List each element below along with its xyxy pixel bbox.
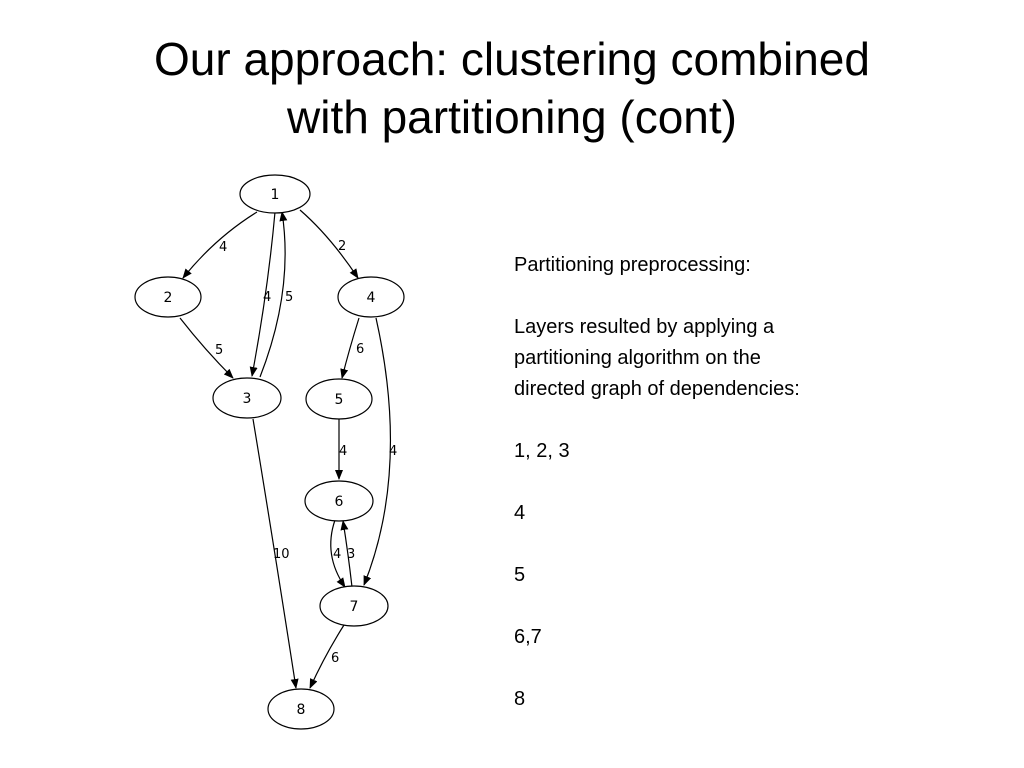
spacer (514, 591, 934, 622)
spacer (514, 467, 934, 498)
edge-labels: 4 4 5 2 5 6 4 4 4 3 10 6 (215, 239, 397, 666)
spacer (514, 653, 934, 684)
graph-edges (179, 209, 392, 689)
spacer (514, 281, 934, 312)
slide-title: Our approach: clustering combined with p… (0, 30, 1024, 146)
notes-description-line-3: directed graph of dependencies: (514, 378, 800, 400)
graph-node-6: 6 (304, 480, 374, 522)
edge-1-4 (299, 209, 359, 279)
notes-description-line-1: Layers resulted by applying a (514, 316, 775, 338)
edge-label-6-7: 4 (333, 547, 341, 562)
graph-node-4: 4 (337, 276, 405, 318)
edge-label-5-6: 4 (339, 444, 347, 459)
node-label-6: 6 (335, 494, 344, 510)
edge-label-1-3: 4 (263, 290, 271, 305)
edge-3-8 (252, 418, 299, 689)
graph-node-7: 7 (319, 585, 389, 627)
graph-nodes: 1 2 3 4 5 6 7 8 (134, 174, 405, 730)
graph-node-1: 1 (239, 174, 311, 214)
partitioning-notes: Partitioning preprocessing: Layers resul… (514, 250, 934, 715)
layer-4: 6,7 (514, 626, 542, 648)
edge-7-6 (340, 520, 353, 588)
slide-title-line-1: Our approach: clustering combined (154, 33, 870, 85)
edge-1-3 (249, 211, 276, 377)
edge-label-3-8: 10 (273, 547, 290, 562)
slide-title-line-2: with partitioning (cont) (287, 91, 737, 143)
edge-label-3-1: 5 (285, 290, 293, 305)
edge-label-1-2: 4 (219, 240, 227, 255)
node-label-4: 4 (367, 290, 376, 306)
graph-node-3: 3 (212, 377, 282, 419)
edge-label-2-3: 5 (215, 343, 223, 358)
graph-node-8: 8 (267, 688, 335, 730)
edge-4-7 (363, 317, 392, 586)
graph-node-2: 2 (134, 276, 202, 318)
graph-node-5: 5 (305, 378, 373, 420)
spacer (514, 405, 934, 436)
node-label-5: 5 (335, 392, 344, 408)
edge-label-1-4: 2 (338, 239, 346, 254)
edge-1-2 (182, 211, 258, 279)
layer-2: 4 (514, 502, 526, 524)
edge-6-7 (330, 519, 346, 588)
edge-4-5 (340, 317, 360, 379)
edge-label-4-5: 6 (356, 342, 364, 357)
edge-label-4-7: 4 (389, 444, 397, 459)
notes-description-line-2: partitioning algorithm on the (514, 347, 761, 369)
node-label-1: 1 (271, 187, 280, 203)
node-label-3: 3 (243, 391, 252, 407)
node-label-8: 8 (297, 702, 306, 718)
notes-heading: Partitioning preprocessing: (514, 254, 751, 276)
edge-label-7-6: 3 (347, 547, 355, 562)
dependency-graph: 4 4 5 2 5 6 4 4 4 3 10 6 1 2 3 4 5 (134, 174, 405, 730)
edge-7-8 (309, 624, 345, 689)
node-label-7: 7 (350, 599, 359, 615)
layer-5: 8 (514, 688, 526, 710)
spacer (514, 529, 934, 560)
edge-2-3 (179, 317, 234, 379)
layer-1: 1, 2, 3 (514, 440, 570, 462)
node-label-2: 2 (164, 290, 173, 306)
edge-label-7-8: 6 (331, 651, 339, 666)
layer-3: 5 (514, 564, 526, 586)
edge-3-1 (259, 211, 288, 378)
